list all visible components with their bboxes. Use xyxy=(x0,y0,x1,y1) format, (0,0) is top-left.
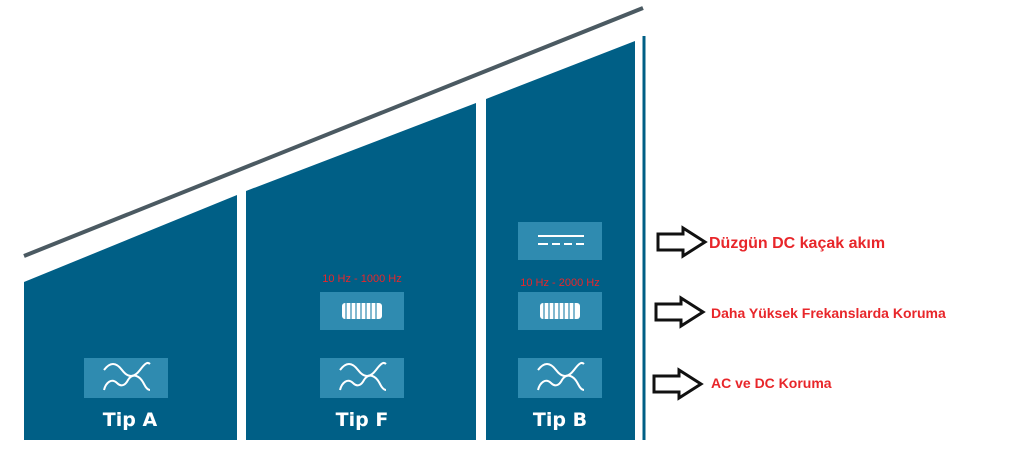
column-label: Tip B xyxy=(533,409,587,431)
panel-tip-f xyxy=(246,103,476,440)
high-frequency-icon xyxy=(320,292,404,330)
column-label: Tip F xyxy=(336,409,389,431)
column-tip-f: 10 Hz - 1000 Hz Tip F xyxy=(320,273,404,431)
legend-text-ac: AC ve DC Koruma xyxy=(711,375,832,391)
high-frequency-icon xyxy=(518,292,602,330)
arrow-right-icon xyxy=(654,295,706,329)
legend-text-dc: Düzgün DC kaçak akım xyxy=(709,235,885,252)
slope-line xyxy=(23,6,644,258)
arrow-right-icon xyxy=(652,367,704,401)
column-label: Tip A xyxy=(103,409,158,431)
frequency-range-label: 10 Hz - 2000 Hz xyxy=(520,277,599,289)
legend-dc: Düzgün DC kaçak akım xyxy=(656,225,885,259)
column-tip-a: Tip A xyxy=(84,358,168,431)
legend-text-hf: Daha Yüksek Frekanslarda Koruma xyxy=(711,305,946,321)
ac-sine-wave-icon xyxy=(518,358,602,398)
dc-symbol-icon xyxy=(518,222,602,260)
ac-sine-wave-icon xyxy=(320,358,404,398)
frequency-range-label: 10 Hz - 1000 Hz xyxy=(322,273,401,285)
legend-ac: AC ve DC Koruma xyxy=(652,367,832,401)
arrow-right-icon xyxy=(656,225,708,259)
column-tip-b: 10 Hz - 2000 Hz Tip B xyxy=(518,222,602,431)
legend-hf: Daha Yüksek Frekanslarda Koruma xyxy=(654,295,946,329)
ac-sine-wave-icon xyxy=(84,358,168,398)
panel-tip-a xyxy=(24,195,237,440)
